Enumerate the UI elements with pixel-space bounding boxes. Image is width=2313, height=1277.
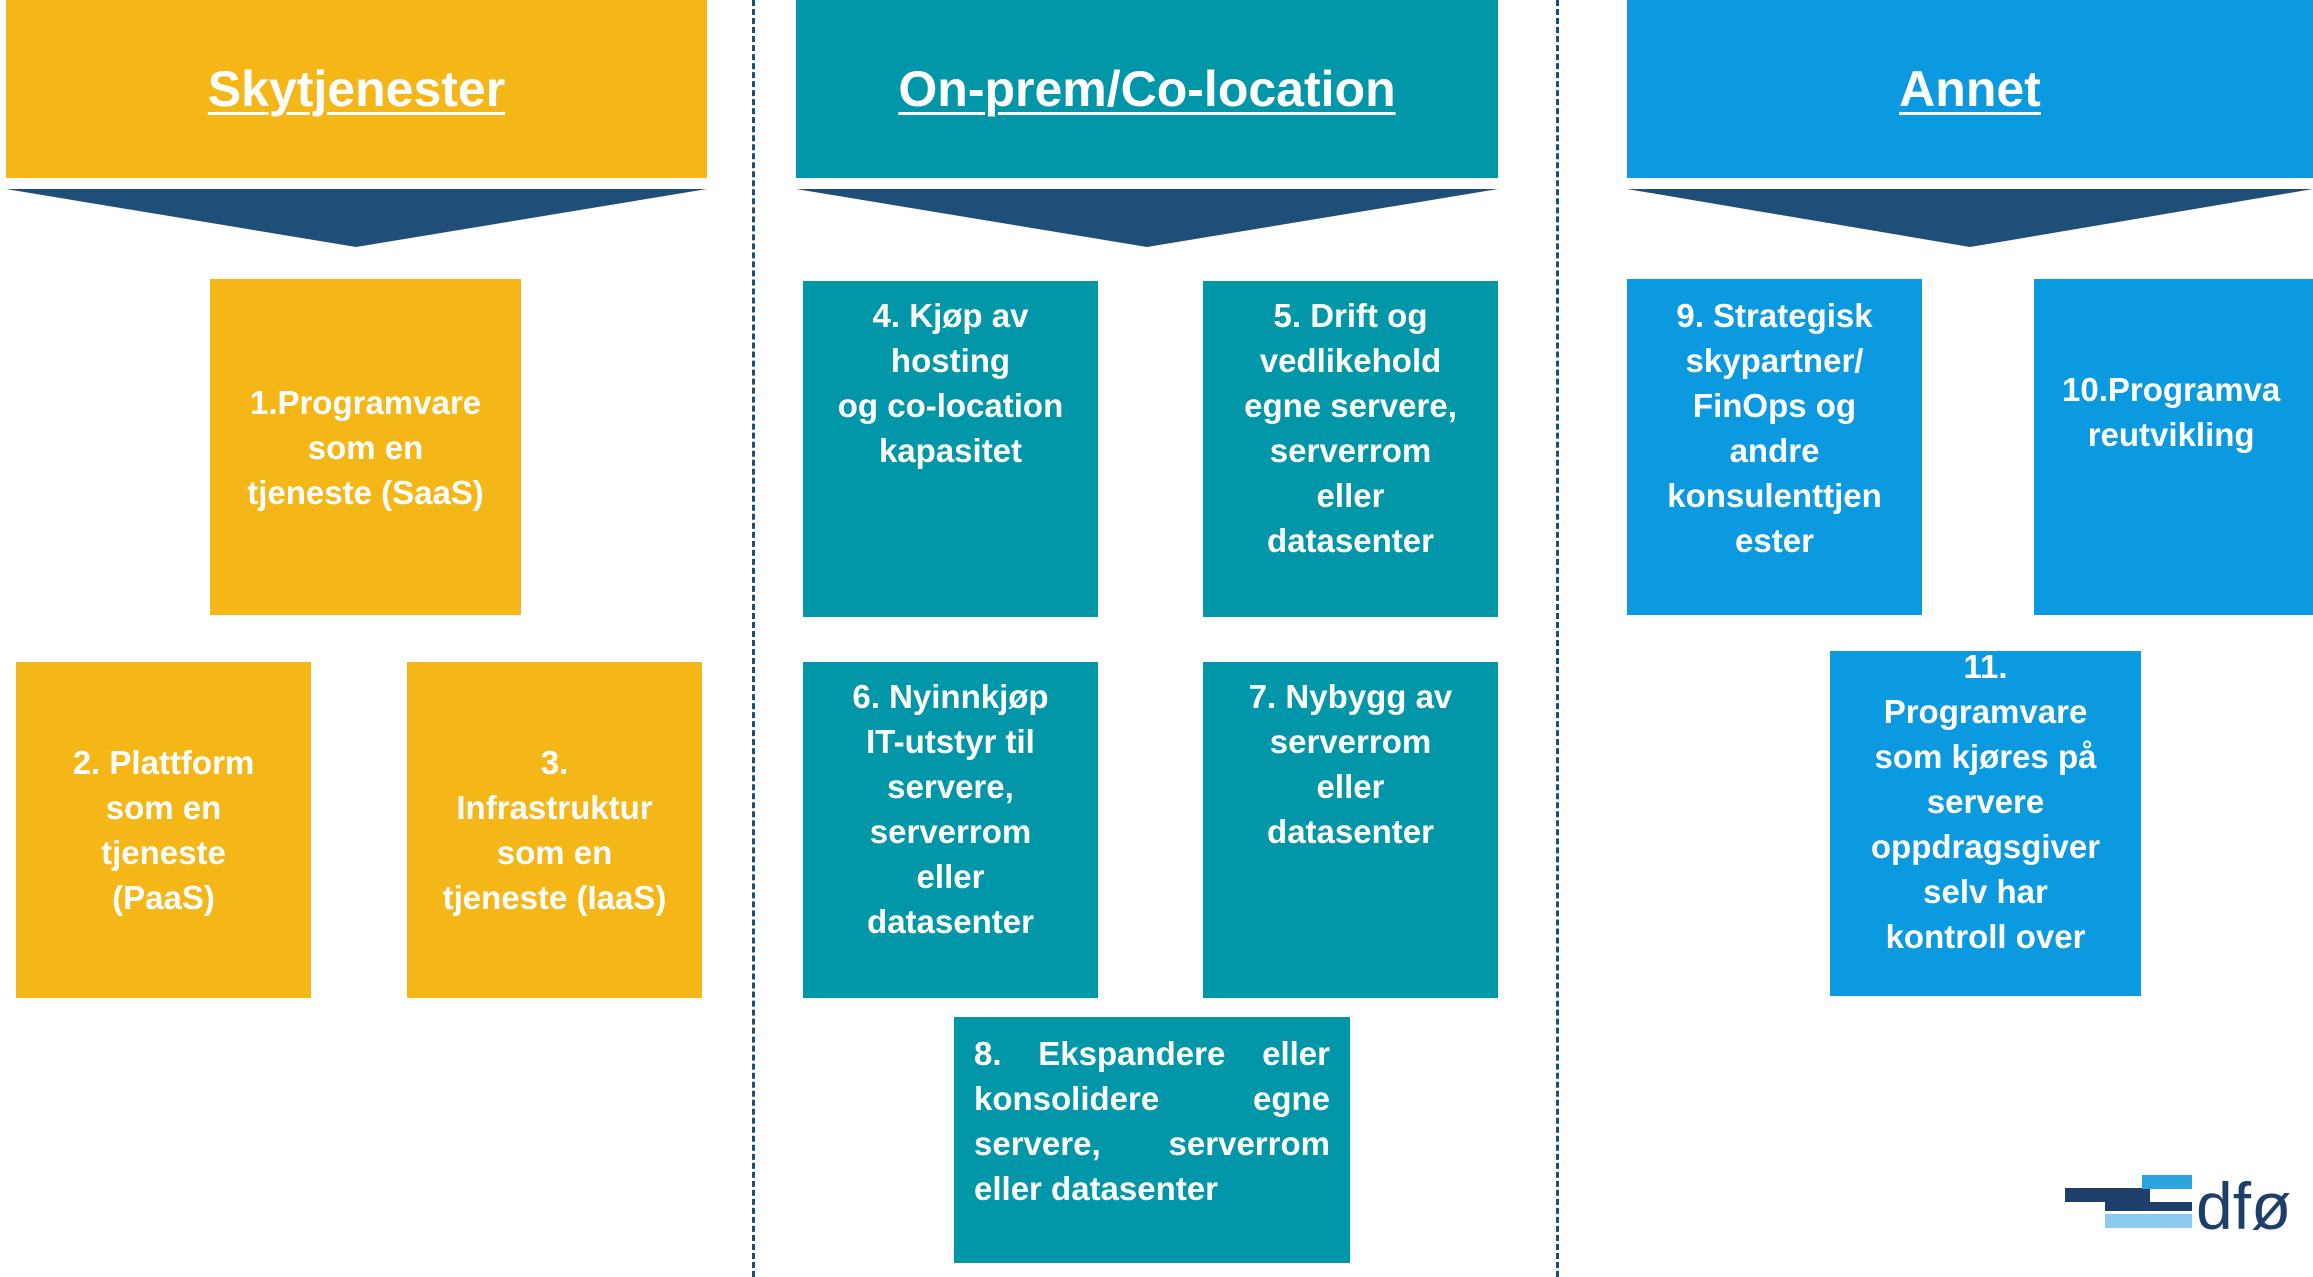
box-nybygg: 7. Nybygg av serverrom eller datasenter (1203, 662, 1498, 998)
box-iaas-label: 3. Infrastruktur som en tjeneste (IaaS) (442, 744, 667, 916)
chevron-annet (1627, 189, 2313, 247)
box-egne-servere-label: 11. Programvare som kjøres på servere op… (1870, 648, 2101, 955)
box-drift-label: 5. Drift og vedlikehold egne servere, se… (1244, 297, 1457, 559)
header-annet: Annet (1627, 0, 2313, 178)
divider-left (752, 0, 755, 1277)
box-skypartner-label: 9. Strategisk skypartner/ FinOps og andr… (1667, 297, 1882, 559)
box-paas-label: 2. Plattform som en tjeneste (PaaS) (72, 744, 255, 916)
box-paas: 2. Plattform som en tjeneste (PaaS) (16, 662, 311, 998)
box-hosting: 4. Kjøp av hosting og co-location kapasi… (803, 281, 1098, 617)
dfo-logo-text: dfø (2196, 1170, 2291, 1240)
box-hosting-label: 4. Kjøp av hosting og co-location kapasi… (837, 297, 1064, 469)
header-onprem-title: On-prem/Co-location (898, 61, 1396, 117)
chevron-onprem (796, 189, 1498, 247)
header-annet-title: Annet (1899, 61, 2041, 117)
box-programvareutvikling: 10.Programva reutvikling (2034, 279, 2313, 615)
box-saas-label: 1.Programvare som en tjeneste (SaaS) (247, 383, 484, 511)
divider-right (1556, 0, 1559, 1277)
box-nybygg-label: 7. Nybygg av serverrom eller datasenter (1248, 678, 1453, 850)
box-nyinnkjop-label: 6. Nyinnkjøp IT-utstyr til servere, serv… (852, 678, 1049, 940)
box-drift: 5. Drift og vedlikehold egne servere, se… (1203, 281, 1498, 617)
header-skytjenester-title: Skytjenester (207, 61, 506, 117)
box-saas: 1.Programvare som en tjeneste (SaaS) (210, 279, 521, 615)
box-nyinnkjop: 6. Nyinnkjøp IT-utstyr til servere, serv… (803, 662, 1098, 998)
box-ekspandere-label: 8. Ekspandere eller konsolidere egne ser… (974, 1035, 1330, 1207)
chevron-skytjenester (6, 189, 707, 247)
box-iaas: 3. Infrastruktur som en tjeneste (IaaS) (407, 662, 702, 998)
box-programvareutvikling-label: 10.Programva reutvikling (2062, 371, 2281, 453)
header-skytjenester: Skytjenester (6, 0, 707, 178)
dfo-logo: dfø (2065, 1170, 2291, 1240)
box-ekspandere: 8. Ekspandere eller konsolidere egne ser… (954, 1017, 1350, 1263)
box-skypartner: 9. Strategisk skypartner/ FinOps og andr… (1627, 279, 1922, 615)
box-egne-servere: 11. Programvare som kjøres på servere op… (1830, 648, 2141, 996)
header-onprem: On-prem/Co-location (796, 0, 1498, 178)
